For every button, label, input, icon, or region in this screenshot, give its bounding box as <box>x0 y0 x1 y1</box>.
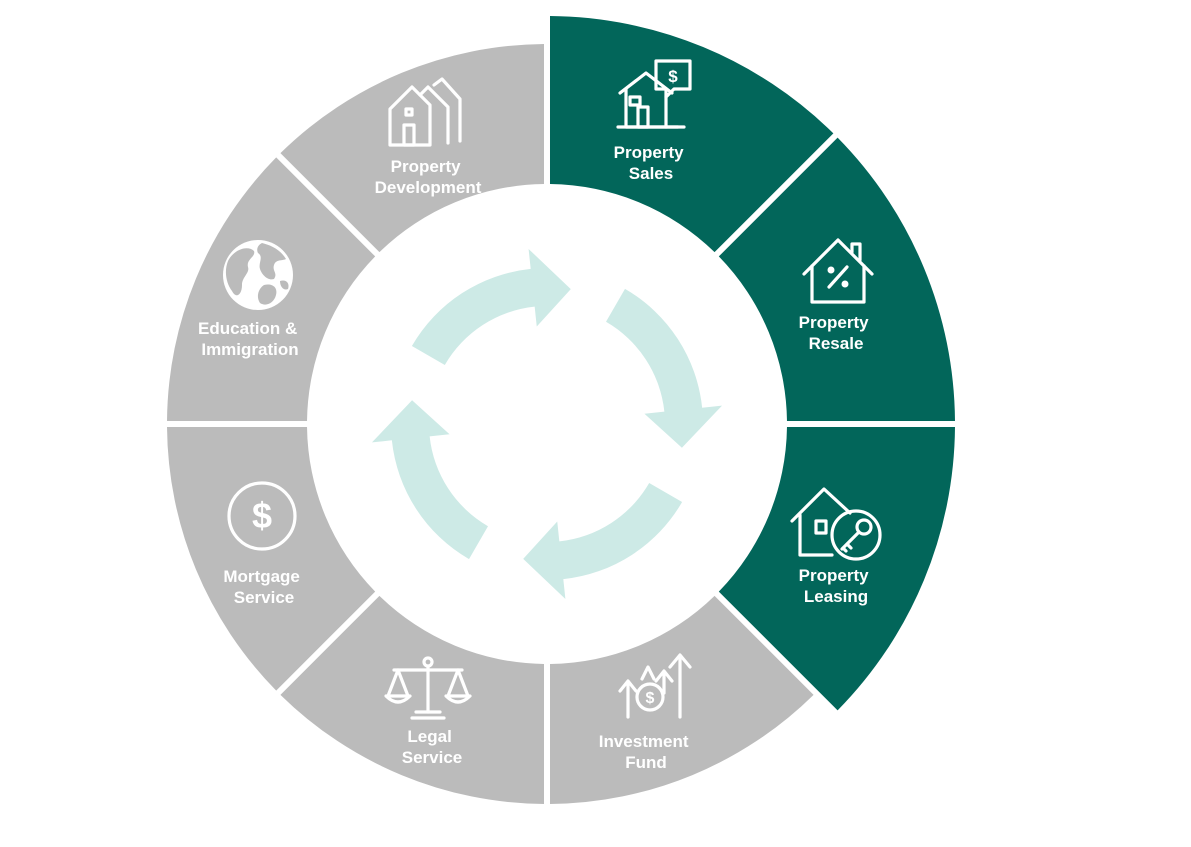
segment-property-development[interactable] <box>280 44 545 253</box>
segment-label-investment-fund: Investment Fund <box>599 732 693 772</box>
labels-layer: Property Sales Property Resale Property … <box>198 143 874 772</box>
cycle-arrow-icon <box>371 400 488 560</box>
scales-icon <box>384 656 472 720</box>
segment-label-mortgage-service: Mortgage Service <box>223 567 304 607</box>
segment-label-education-immigration: Education & Immigration <box>198 319 302 359</box>
svg-text:$: $ <box>668 67 678 86</box>
globe-icon <box>223 240 293 310</box>
house-key-icon <box>790 487 882 561</box>
segment-label-property-development: Property Development <box>375 157 482 197</box>
coin-growth-arrows-icon: $ <box>618 653 692 719</box>
house-dollar-bubble-icon: $ <box>616 59 692 129</box>
buildings-icon <box>388 77 462 147</box>
segment-label-legal-service: Legal Service <box>402 727 463 767</box>
cycle-arrow-icon <box>523 483 683 600</box>
house-percent-icon <box>802 238 874 304</box>
svg-text:$: $ <box>646 690 655 707</box>
svg-text:$: $ <box>252 495 272 536</box>
cycle-arrows <box>371 248 723 600</box>
cycle-arrow-icon <box>411 248 571 365</box>
segment-label-property-resale: Property Resale <box>799 313 874 353</box>
segment-investment-fund[interactable] <box>549 595 814 804</box>
segment-property-sales[interactable] <box>549 16 834 253</box>
segment-mortgage-service[interactable] <box>167 426 376 691</box>
segments-layer <box>167 16 955 804</box>
segment-property-leasing[interactable] <box>718 426 955 711</box>
segment-label-property-leasing: Property Leasing <box>799 566 874 606</box>
segment-label-property-sales: Property Sales <box>614 143 689 183</box>
segment-legal-service[interactable] <box>280 595 545 804</box>
cycle-arrow-icon <box>606 288 723 448</box>
dollar-circle-icon: $ <box>227 481 297 551</box>
